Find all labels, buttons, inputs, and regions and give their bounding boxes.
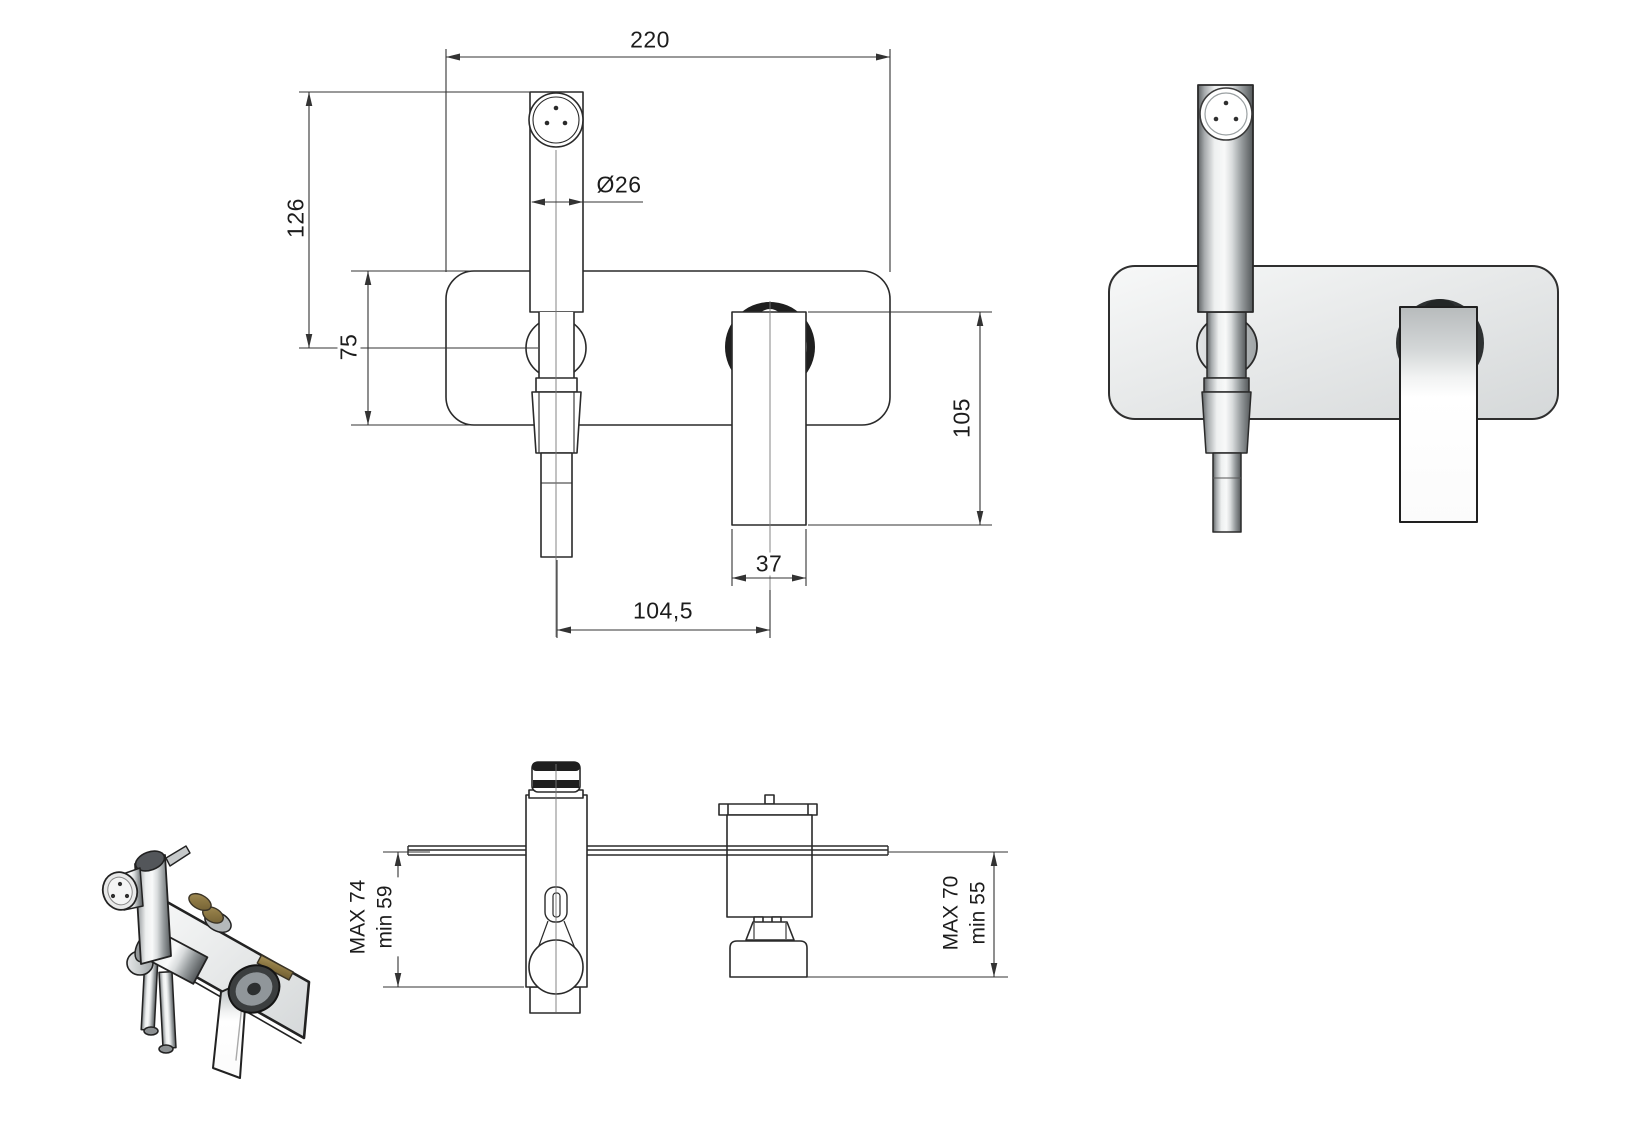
rendered-mixer-lever [1399,306,1478,523]
top-mixer-upper [718,794,818,918]
dim-plate-width-label: 220 [627,28,673,52]
dim-mixer-projection-max: MAX 70 [939,875,963,951]
dim-mixer-projection-label: MAX 70 min 55 [937,873,993,953]
rendered-spray-head-face [1199,87,1253,141]
holder-clamp-outline [531,391,582,454]
dim-shower-projection-max: MAX 74 [346,879,370,955]
holder-bracket-outline [535,377,578,393]
hand-shower-neck [538,312,575,378]
dim-mixer-projection-min: min 55 [967,881,990,945]
rendered-holder-clamp [1201,391,1252,454]
iso-mixer-trim [227,964,281,1014]
iso-inlet-fitting-brass [188,892,232,934]
rendered-shower-stem [1212,452,1242,533]
hand-shower-stem-outline [540,452,573,558]
dim-head-diameter-label: Ø26 [593,173,645,197]
dim-centers-distance-label: 104,5 [629,599,697,623]
iso-hand-sprayer [101,845,191,965]
mixer-lever-outline [731,311,807,526]
iso-hoses [140,958,177,1054]
front-view-line-drawing [299,49,992,638]
spray-head-face [528,92,584,148]
front-view-dimensions [299,49,992,638]
iso-sprayer-hook [165,845,191,867]
iso-spray-head-face [101,871,139,911]
rendered-shower-neck [1206,311,1247,379]
top-view-line-drawing [383,761,1008,1014]
dim-shower-projection-label: MAX 74 min 59 [344,877,400,957]
top-mixer-lower [729,916,808,978]
dim-lever-length-label: 105 [949,395,975,441]
top-hand-shower-unit [525,761,588,1014]
rendered-front-view [1108,84,1559,533]
rendered-holder-bracket [1203,377,1250,393]
dim-shower-projection-min: min 59 [374,885,397,949]
rendered-wall-plate [1108,265,1559,420]
dim-plate-height-label: 75 [336,330,362,364]
isometric-view [101,845,311,1079]
top-wall-plate-edge [407,845,889,856]
dim-lever-width-label: 37 [752,552,786,576]
dim-shower-height-label: 126 [283,195,309,241]
top-view-dimensions [383,851,1008,988]
